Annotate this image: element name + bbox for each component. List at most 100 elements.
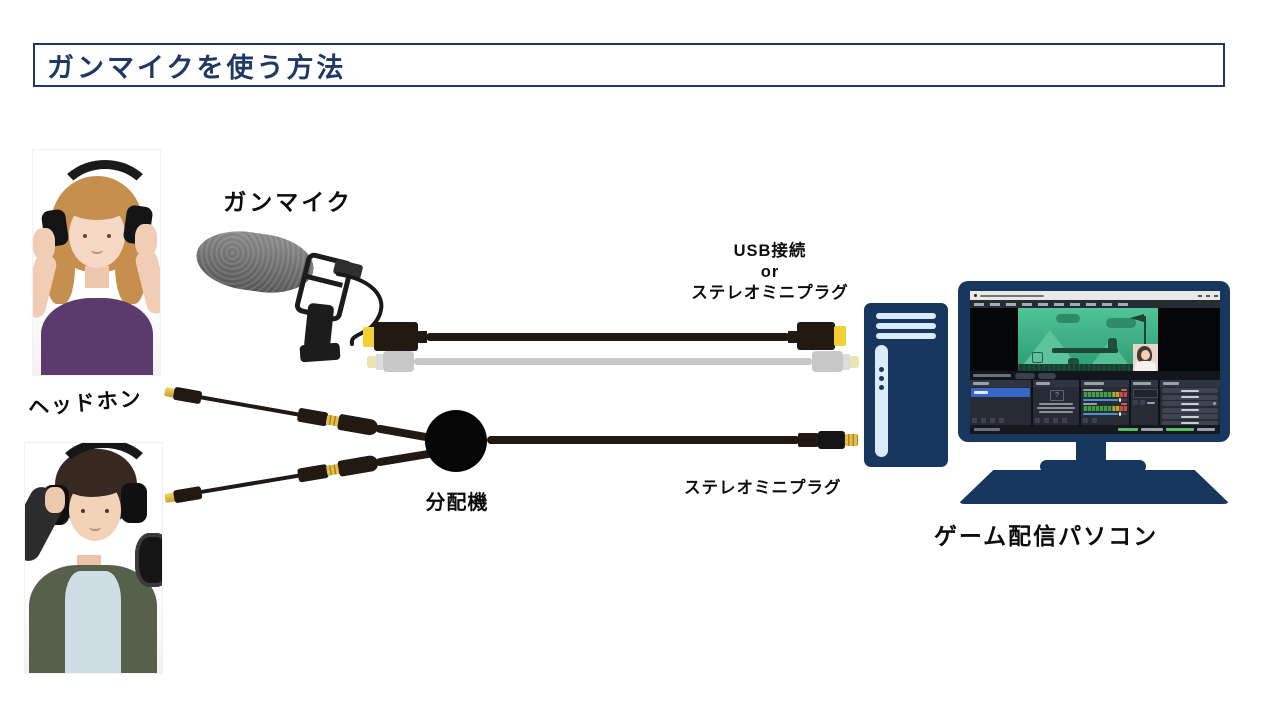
branch-bottom-plug-body bbox=[172, 485, 203, 504]
gray-plug-body-right bbox=[812, 351, 843, 372]
splitter-output-plug-tip bbox=[845, 434, 858, 446]
status-fps-text bbox=[1141, 428, 1163, 431]
obs-panel-mixer bbox=[1081, 380, 1129, 425]
usb-label-line3: ステレオミニプラグ bbox=[691, 284, 849, 303]
man-earcup-right bbox=[121, 483, 147, 523]
webcam-overlay bbox=[1133, 344, 1158, 371]
man-headphone-band bbox=[51, 443, 157, 527]
cloud-left bbox=[1056, 314, 1080, 323]
headphones-label: ヘッドホン bbox=[27, 387, 144, 420]
branch-top-male-plug bbox=[296, 407, 329, 427]
usb-plug-tip-left bbox=[363, 327, 375, 347]
webcam-person-body bbox=[1135, 361, 1156, 371]
woman-headphones-photo bbox=[33, 150, 160, 375]
woman-hand-right bbox=[135, 224, 157, 256]
gray-plug-tip-right bbox=[850, 356, 859, 368]
usb-plug-body-right bbox=[797, 322, 835, 350]
obs-menu-items bbox=[974, 302, 1130, 306]
obs-toolbar-hint-text bbox=[973, 374, 1011, 377]
splitter-label: 分配機 bbox=[425, 492, 489, 514]
splitter-branch-top bbox=[164, 383, 435, 446]
obs-menubar bbox=[970, 300, 1220, 308]
obs-preview bbox=[970, 308, 1220, 371]
scene-name-text bbox=[974, 391, 988, 394]
sources-panel-header bbox=[1033, 380, 1079, 387]
obs-app-icon bbox=[974, 294, 977, 297]
branch-top-plug-body bbox=[172, 386, 203, 405]
transition-remove-button bbox=[1140, 400, 1145, 405]
meter2-volume-slider bbox=[1083, 411, 1127, 416]
status-left-text bbox=[974, 428, 1000, 431]
obs-panel-scenes bbox=[970, 380, 1031, 425]
usb-plug-tip-right bbox=[834, 326, 846, 346]
tower-front-strip bbox=[875, 345, 888, 457]
minimize-icon bbox=[1198, 295, 1202, 297]
woman-hand-left bbox=[33, 228, 55, 260]
start-streaming-button bbox=[1162, 388, 1218, 393]
branch-bottom-cable-thin bbox=[200, 473, 300, 495]
man-smile bbox=[89, 523, 101, 531]
usb-cable-line bbox=[426, 333, 790, 341]
tower-dot-1 bbox=[879, 367, 884, 372]
monitor-neck bbox=[1076, 442, 1106, 464]
transitions-header-text bbox=[1133, 382, 1151, 385]
mixer-header-text bbox=[1084, 382, 1104, 385]
obs-title-text bbox=[980, 294, 1044, 297]
start-recording-button bbox=[1162, 394, 1218, 400]
scene-selected-row bbox=[971, 388, 1030, 397]
platform bbox=[1052, 348, 1118, 353]
sources-footer-buttons bbox=[1035, 418, 1067, 423]
meter1-db-value bbox=[1121, 389, 1127, 391]
sources-hint-line3 bbox=[1039, 411, 1073, 413]
woman-headphone-band bbox=[53, 160, 157, 250]
obs-panel-transitions bbox=[1131, 380, 1158, 425]
status-time-text bbox=[1197, 428, 1215, 431]
stereo-mini-label: ステレオミニプラグ bbox=[684, 479, 842, 497]
sources-header-text bbox=[1036, 382, 1050, 385]
obs-panel-controls bbox=[1160, 380, 1220, 426]
item-block bbox=[1032, 352, 1043, 363]
woman-smile bbox=[91, 246, 103, 254]
studio-mode-button bbox=[1038, 372, 1056, 379]
woman-shirt bbox=[41, 298, 153, 375]
usb-plug-body-left bbox=[374, 322, 418, 351]
gray-plug-body-left bbox=[383, 351, 414, 372]
transition-add-button bbox=[1133, 400, 1138, 405]
branch-bottom-cable-thick bbox=[375, 449, 434, 467]
gray-plug-tip-left bbox=[367, 356, 376, 368]
controls-panel-header bbox=[1160, 380, 1220, 387]
studio-mode-control-button bbox=[1162, 407, 1218, 413]
shotgun-mic-label: ガンマイク bbox=[223, 189, 353, 215]
splitter-branch-bottom bbox=[164, 445, 435, 506]
exit-button bbox=[1162, 420, 1218, 426]
status-cpu-text bbox=[1118, 428, 1138, 431]
man-shirt bbox=[65, 571, 121, 673]
obs-window: ? bbox=[970, 291, 1220, 434]
maximize-icon bbox=[1206, 295, 1210, 297]
tower-vent-2 bbox=[876, 323, 936, 329]
woman-neck bbox=[85, 266, 109, 288]
title-box: ガンマイクを使う方法 bbox=[33, 43, 1225, 87]
splitter-output-taper bbox=[798, 433, 820, 447]
transition-duration-text bbox=[1147, 401, 1155, 404]
flag-pole bbox=[1144, 316, 1146, 364]
branch-top-cable-thin bbox=[200, 395, 300, 417]
sources-hint-line1 bbox=[1039, 403, 1073, 405]
usb-label-line1: USB接続 bbox=[733, 242, 807, 260]
splitter-output-cable bbox=[487, 436, 800, 444]
cloud-right bbox=[1106, 318, 1136, 328]
streaming-pc-label: ゲーム配信パソコン bbox=[933, 523, 1159, 549]
game-scene bbox=[1018, 308, 1158, 371]
webcam-person-face bbox=[1141, 350, 1150, 360]
flag bbox=[1130, 314, 1144, 322]
empty-source-icon: ? bbox=[1050, 390, 1064, 401]
pc-tower bbox=[864, 303, 948, 467]
scenes-footer-buttons bbox=[972, 418, 1004, 423]
splitter-body bbox=[425, 410, 487, 472]
game-character-1 bbox=[1108, 338, 1117, 349]
obs-toolbar bbox=[970, 371, 1220, 380]
controls-header-text bbox=[1163, 382, 1179, 385]
tower-vent-1 bbox=[876, 313, 936, 319]
obs-titlebar bbox=[970, 291, 1220, 300]
meter1-label bbox=[1083, 389, 1103, 391]
